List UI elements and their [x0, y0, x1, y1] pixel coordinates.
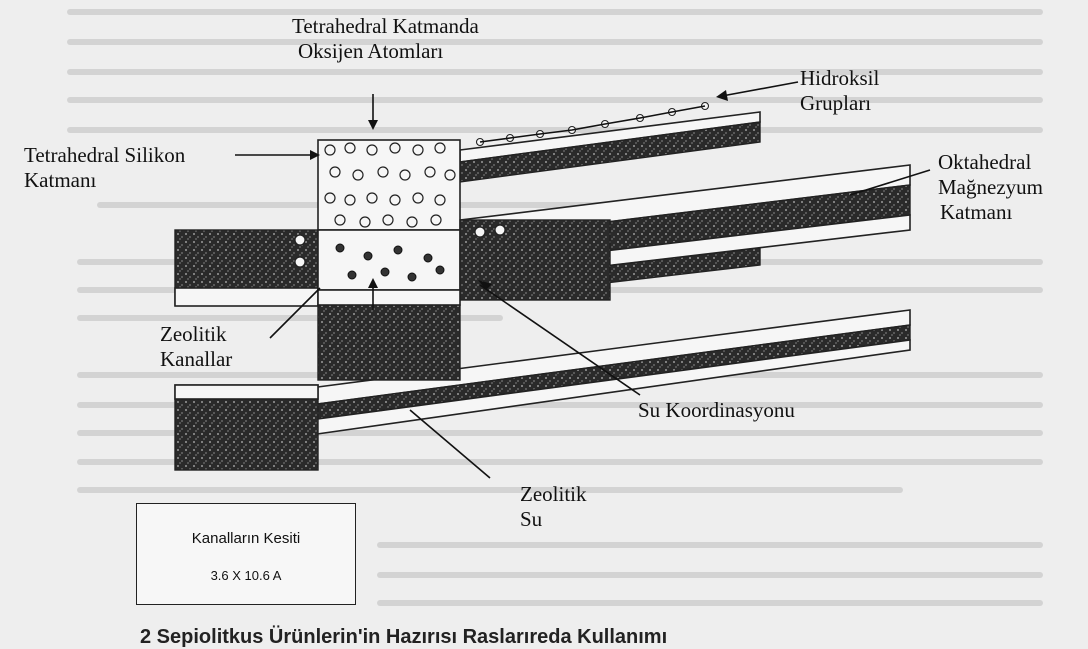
label-zeolitic-channels-line1: Zeolitik: [160, 322, 227, 346]
zeolitic-water-molecules: [335, 243, 445, 282]
label-octahedral-line2: Mağnezyum: [938, 175, 1043, 199]
label-tetrahedral-oxygen: Tetrahedral Katmanda Oksijen Atomları: [292, 14, 479, 64]
section-box-title: Kanalların Kesiti: [191, 530, 301, 547]
label-hydroxyl-line2: Grupları: [800, 91, 872, 115]
label-zeolitic-water: Zeolitik Su: [520, 482, 587, 532]
label-tetrahedral-oxygen-line1: Tetrahedral Katmanda: [292, 14, 479, 38]
section-box-dimensions: 3.6 X 10.6 A: [210, 568, 282, 583]
label-tetrahedral-silicon-line2: Katmanı: [24, 168, 97, 192]
leader-lines: [235, 81, 931, 479]
label-zeolitic-water-line2: Su: [520, 507, 543, 531]
label-tetrahedral-oxygen-line2: Oksijen Atomları: [298, 39, 444, 63]
label-hydroxyl-line1: Hidroksil: [800, 66, 880, 90]
label-hydroxyl: Hidroksil Grupları: [800, 66, 879, 116]
label-zeolitic-channels: Zeolitik Kanallar: [160, 322, 232, 372]
channel-section-box: Kanalların Kesiti 3.6 X 10.6 A: [136, 503, 356, 605]
oxygen-atoms: [294, 142, 506, 268]
label-zeolitic-water-line1: Zeolitik: [520, 482, 587, 506]
label-tetrahedral-silicon: Tetrahedral Silikon Katmanı: [24, 143, 185, 193]
label-octahedral-magnesium: Oktahedral Mağnezyum Katmanı: [938, 150, 1043, 225]
label-zeolitic-channels-line2: Kanallar: [160, 347, 233, 371]
label-water-coordination: Su Koordinasyonu: [638, 398, 795, 422]
label-tetrahedral-silicon-line1: Tetrahedral Silikon: [24, 143, 186, 167]
hydroxyl-groups: [475, 101, 710, 147]
label-octahedral-line3: Katmanı: [940, 200, 1013, 224]
label-octahedral-line1: Oktahedral: [938, 150, 1032, 174]
